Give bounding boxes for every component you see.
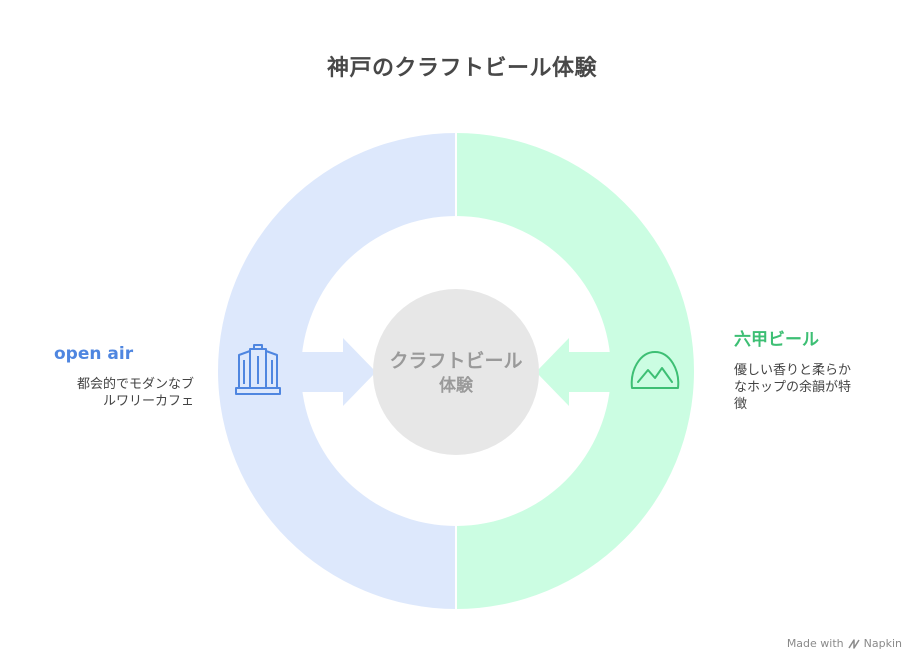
right-arrow — [536, 338, 611, 406]
left-arrow — [301, 338, 376, 406]
left-title: open air — [54, 344, 134, 364]
napkin-logo-icon — [848, 638, 860, 649]
center-label-line1: クラフトビール — [389, 350, 522, 372]
right-title: 六甲ビール — [734, 330, 819, 350]
right-description-line1: 優しい香りと柔らか — [734, 363, 852, 378]
center-label-line2: 体験 — [439, 375, 474, 396]
left-description: 都会的でモダンなブ ルワリーカフェ — [54, 376, 194, 410]
left-description-line2: ルワリーカフェ — [102, 394, 194, 409]
right-description-line2: なホップの余韻が特 — [734, 380, 852, 395]
left-description-line1: 都会的でモダンなブ — [76, 377, 194, 392]
center-circle — [373, 289, 539, 455]
right-ring-segment — [456, 133, 694, 609]
mountain-icon — [630, 351, 680, 389]
right-description-line3: 徴 — [734, 397, 748, 412]
watermark[interactable]: Made with Napkin — [787, 637, 902, 650]
building-icon — [235, 344, 281, 395]
right-description: 優しい香りと柔らか なホップの余韻が特 徴 — [734, 362, 884, 413]
page-title: 神戸のクラフトビール体験 — [326, 56, 597, 81]
left-ring-segment — [218, 133, 456, 609]
watermark-prefix: Made with — [786, 637, 844, 650]
watermark-brand: Napkin — [863, 637, 902, 650]
